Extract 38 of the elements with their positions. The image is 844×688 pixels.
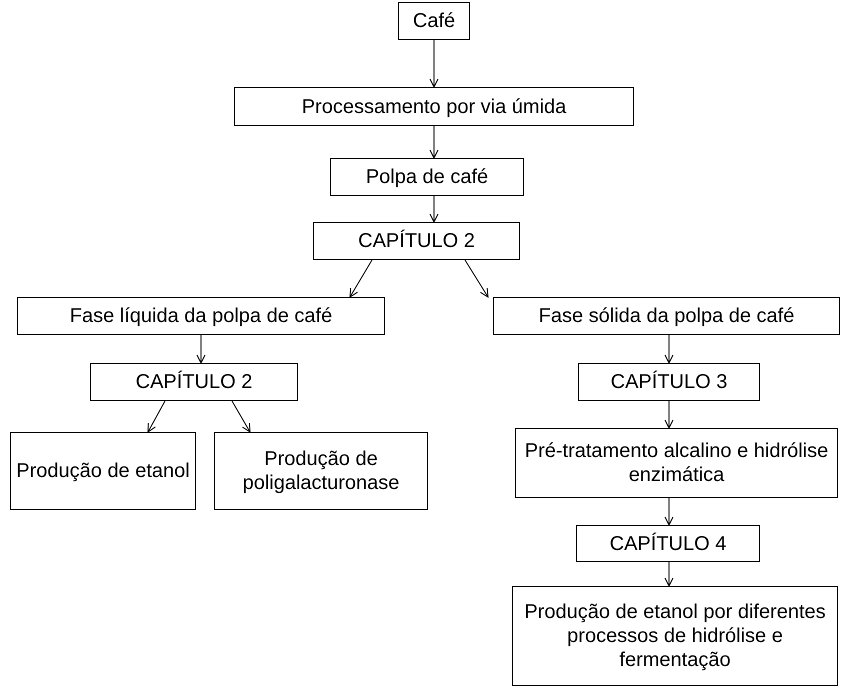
arrow bbox=[430, 40, 438, 88]
arrow bbox=[148, 400, 166, 432]
box-text: CAPÍTULO 2 bbox=[136, 370, 252, 394]
process-box bbox=[512, 586, 838, 686]
process-box bbox=[17, 297, 385, 335]
arrow bbox=[232, 400, 250, 432]
arrow bbox=[196, 334, 206, 364]
arrow bbox=[350, 260, 372, 298]
process-box bbox=[234, 87, 634, 126]
box-text: Fase sólida da polpa de café bbox=[538, 304, 794, 328]
box-text: Produção de etanol bbox=[16, 459, 190, 483]
process-box bbox=[90, 363, 298, 401]
arrow bbox=[664, 562, 674, 586]
arrow bbox=[464, 260, 488, 298]
process-box bbox=[10, 432, 196, 510]
box-text: Polpa de café bbox=[366, 165, 488, 189]
arrow bbox=[664, 498, 674, 526]
process-box bbox=[214, 432, 428, 510]
box-text: Produção de etanol por diferentes processos de hidrólise e fermentação bbox=[523, 600, 827, 672]
box-text: CAPÍTULO 2 bbox=[358, 229, 475, 253]
box-text: Pré-tratamento alcalino e hidrólise enzimática bbox=[524, 439, 830, 487]
box-text: Fase líquida da polpa de café bbox=[70, 304, 332, 328]
process-box bbox=[330, 158, 524, 196]
arrow bbox=[430, 196, 438, 222]
process-box bbox=[398, 2, 470, 40]
box-text: CAPÍTULO 4 bbox=[610, 532, 726, 556]
box-text: Produção de poligalacturonase bbox=[242, 447, 400, 495]
box-text: Processamento por via úmida bbox=[302, 94, 566, 118]
process-box bbox=[576, 525, 760, 562]
box-text: CAPÍTULO 3 bbox=[610, 370, 728, 394]
arrow bbox=[664, 334, 674, 364]
process-box bbox=[493, 297, 840, 335]
process-box bbox=[313, 222, 520, 260]
box-text: Café bbox=[412, 9, 456, 33]
arrow bbox=[664, 400, 674, 428]
process-box bbox=[578, 363, 760, 401]
process-box bbox=[515, 428, 838, 498]
arrow bbox=[430, 126, 438, 158]
